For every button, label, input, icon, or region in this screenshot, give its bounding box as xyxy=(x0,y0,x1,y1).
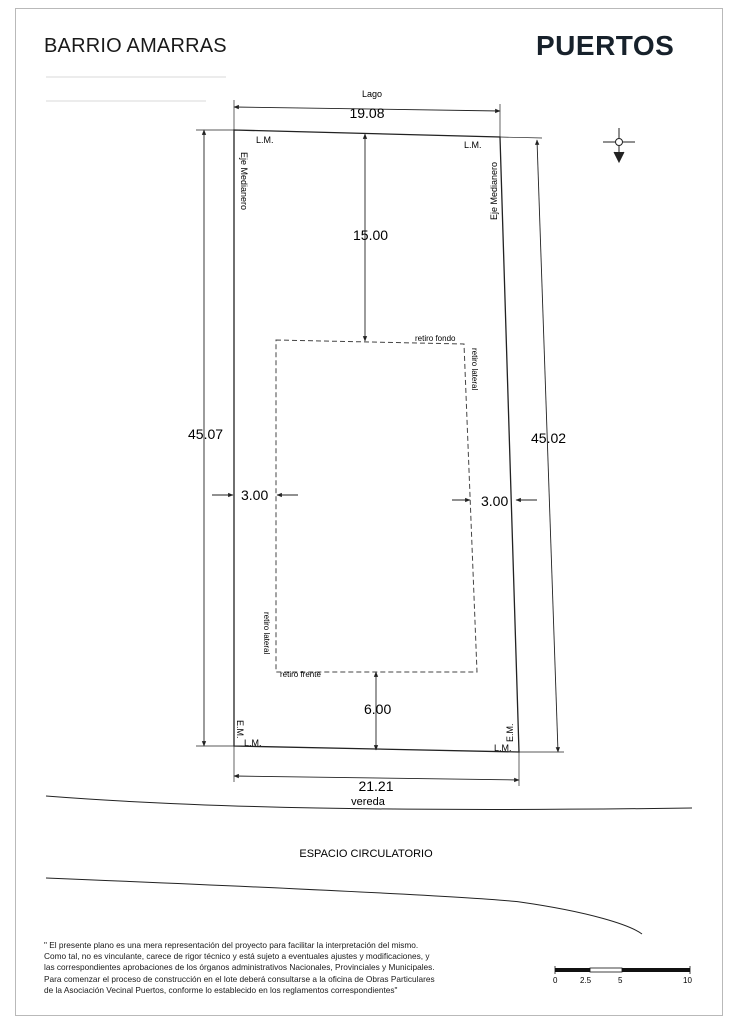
retiro-lateral-left-label: retiro lateral xyxy=(262,612,271,654)
lot-boundary xyxy=(233,129,520,753)
disclaimer-line: Para comenzar el proceso de construcción… xyxy=(44,973,435,984)
lake-label: Lago xyxy=(362,89,382,99)
compass-icon xyxy=(603,128,635,164)
left-setback-label: 3.00 xyxy=(241,487,268,503)
project-name: BARRIO AMARRAS xyxy=(44,35,227,57)
left-depth-label: 45.07 xyxy=(188,426,223,442)
em-label-right: E.M. xyxy=(505,723,515,742)
scale-label-10: 10 xyxy=(683,976,692,985)
puertos-logo: PUERTOS xyxy=(536,30,675,61)
right-depth-label: 45.02 xyxy=(531,430,566,446)
eje-medianero-left: Eje Medianero xyxy=(239,152,249,210)
plan-mark xyxy=(622,968,690,972)
eje-medianero-right: Eje Medianero xyxy=(489,162,499,220)
plan-mark xyxy=(589,967,623,973)
scale-label-5: 5 xyxy=(618,976,623,985)
lm-label-bottom-right: L.M. xyxy=(494,743,512,753)
scale-label-0: 0 xyxy=(553,976,558,985)
disclaimer-line: Como tal, no es vinculante, carece de ri… xyxy=(44,951,430,962)
top-width-label: 19.08 xyxy=(349,105,384,121)
rear-setback-label: 15.00 xyxy=(353,227,388,243)
plan-mark xyxy=(613,151,625,164)
disclaimer-line: las correspondientes aprobaciones de los… xyxy=(44,962,435,973)
building-envelope xyxy=(275,339,478,673)
street-edge-top xyxy=(45,795,693,810)
lm-label-bottom-left: L.M. xyxy=(244,738,262,748)
front-setback-label: 6.00 xyxy=(364,701,391,717)
faint-subtitle-line xyxy=(46,100,206,102)
right-depth-dimension-line xyxy=(535,139,560,753)
disclaimer-line: " El presente plano es una mera represen… xyxy=(44,940,419,950)
plan-mark xyxy=(555,968,590,972)
top-width-dimension-line xyxy=(233,104,501,114)
retiro-frente-label: retiro frente xyxy=(280,670,321,679)
em-label-left: E.M. xyxy=(235,720,245,739)
drawing-sheet xyxy=(15,8,723,1016)
disclaimer-text: " El presente plano es una mera represen… xyxy=(44,940,520,996)
faint-subtitle-line xyxy=(46,76,226,78)
lm-label-top-left: L.M. xyxy=(256,135,274,145)
scale-label-2-5: 2.5 xyxy=(580,976,592,985)
right-setback-label: 3.00 xyxy=(481,493,508,509)
vereda-label: vereda xyxy=(351,796,386,808)
bottom-width-dimension-line xyxy=(233,773,520,783)
plan-mark xyxy=(499,136,543,139)
retiro-fondo-label: retiro fondo xyxy=(415,334,456,343)
retiro-lateral-right-label: retiro lateral xyxy=(470,348,479,390)
street-name-label: ESPACIO CIRCULATORIO xyxy=(299,848,433,860)
disclaimer-line: de la Asociación Vecinal Puertos, confor… xyxy=(44,984,398,995)
lm-label-top-right: L.M. xyxy=(464,140,482,150)
street-edge-bottom xyxy=(45,877,643,935)
bottom-width-label: 21.21 xyxy=(358,778,393,794)
plan-mark xyxy=(615,138,623,146)
graphic-scale xyxy=(554,966,691,974)
